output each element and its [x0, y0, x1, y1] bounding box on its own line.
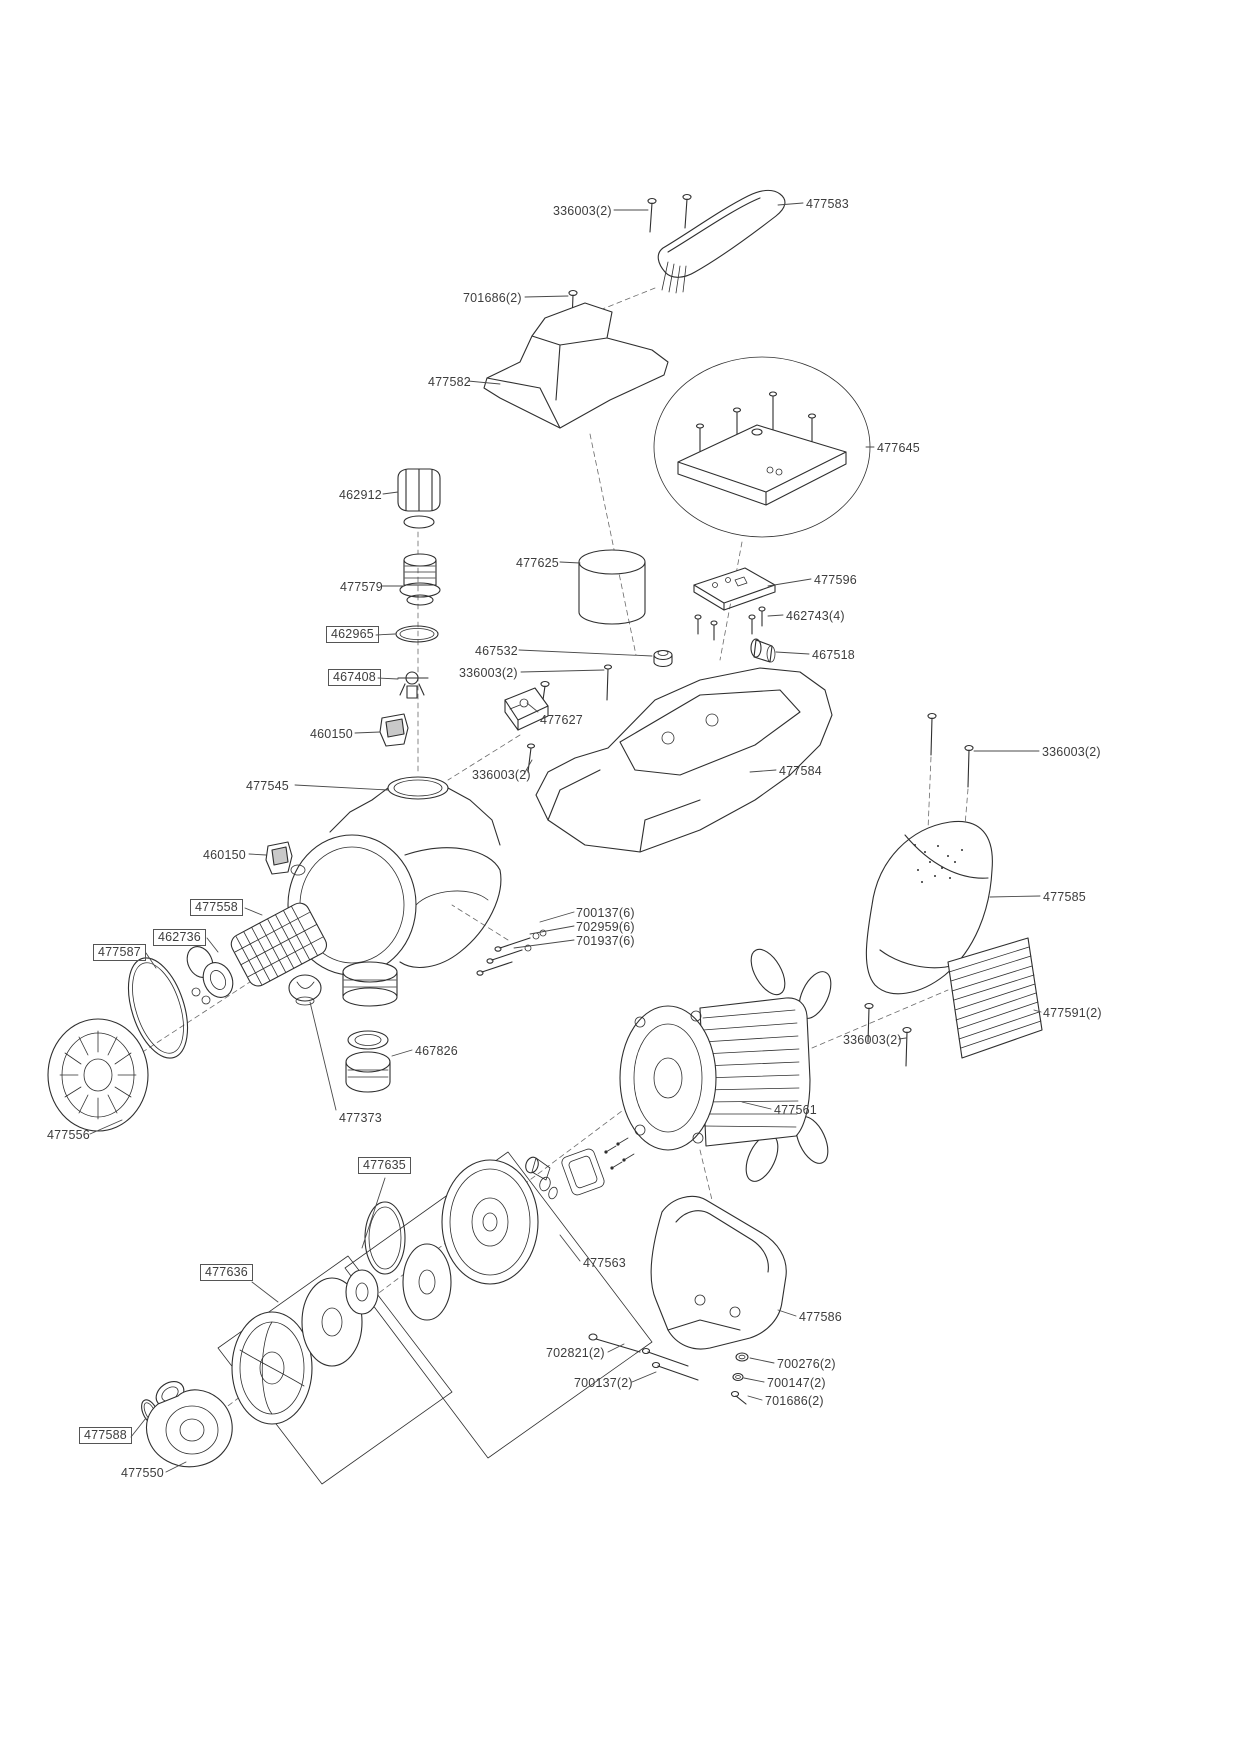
part-label-700147: 700147(2)	[767, 1376, 826, 1390]
part-477585-cover	[865, 820, 993, 995]
part-477561-motor	[619, 948, 832, 1182]
part-label-477591: 477591(2)	[1043, 1006, 1102, 1020]
part-462736-coupling	[186, 946, 234, 1005]
part-label-477582: 477582	[428, 375, 471, 389]
part-477556-end-cover	[47, 1018, 149, 1132]
part-label-477561: 477561	[774, 1103, 817, 1117]
screws-700137-702959-701937	[476, 929, 547, 976]
group-477636-box	[217, 1255, 453, 1485]
part-477582-cover	[483, 302, 669, 429]
part-477558-filter	[230, 902, 328, 987]
part-462912-cap	[397, 468, 441, 529]
part-label-700137-b: 700137(2)	[574, 1376, 633, 1390]
part-label-477636: 477636	[200, 1264, 253, 1281]
part-477563-plate	[441, 1137, 635, 1285]
part-477545-pump-housing	[287, 776, 502, 1007]
part-label-336003-top: 336003(2)	[553, 204, 612, 218]
part-label-477545: 477545	[246, 779, 289, 793]
part-label-467826: 467826	[415, 1044, 458, 1058]
part-label-477579: 477579	[340, 580, 383, 594]
part-label-702959: 702959(6)	[576, 920, 635, 934]
part-477587-oring	[127, 957, 189, 1059]
part-460150-plug-b	[265, 841, 306, 876]
part-label-336003-d: 336003(2)	[1042, 745, 1101, 759]
part-label-477585: 477585	[1043, 890, 1086, 904]
part-467532-nut	[653, 649, 673, 668]
part-477591-grille	[947, 937, 1043, 1059]
part-label-462912: 462912	[339, 488, 382, 502]
part-label-336003-c: 336003(2)	[472, 768, 531, 782]
part-label-701686-b: 701686(2)	[765, 1394, 824, 1408]
bolt-702821	[588, 1333, 641, 1353]
part-label-467518: 467518	[812, 648, 855, 662]
part-467408-valve	[397, 671, 429, 699]
part-label-336003-b: 336003(2)	[459, 666, 518, 680]
part-label-460150-a: 460150	[310, 727, 353, 741]
part-label-477625: 477625	[516, 556, 559, 570]
part-477373-plug	[288, 974, 322, 1006]
part-label-477587: 477587	[93, 944, 146, 961]
part-label-477550: 477550	[121, 1466, 164, 1480]
part-label-462736: 462736	[153, 929, 206, 946]
part-label-477635: 477635	[358, 1157, 411, 1174]
part-477583-handle	[657, 189, 786, 294]
part-477625-capacitor	[578, 549, 646, 625]
part-477596-pcb	[693, 567, 776, 611]
part-label-467408: 467408	[328, 669, 381, 686]
screw-701686-bottom	[730, 1390, 747, 1405]
part-477579-fitting	[399, 553, 441, 606]
part-label-477596: 477596	[814, 573, 857, 587]
part-label-460150-b: 460150	[203, 848, 246, 862]
part-label-477556: 477556	[47, 1128, 90, 1142]
part-477584-base	[535, 667, 833, 853]
part-label-701937: 701937(6)	[576, 934, 635, 948]
part-462965-oring	[395, 625, 439, 643]
part-477645-assembly	[653, 356, 871, 538]
part-label-467532: 467532	[475, 644, 518, 658]
part-label-702821: 702821(2)	[546, 1346, 605, 1360]
part-label-477627: 477627	[540, 713, 583, 727]
screws-336003-lower-right	[864, 1002, 912, 1067]
part-label-700137-a: 700137(6)	[576, 906, 635, 920]
screw-336003-d	[526, 743, 536, 773]
part-label-477558: 477558	[190, 899, 243, 916]
part-460150-plug-a	[379, 713, 409, 747]
part-467826-filter-cap	[345, 1030, 391, 1093]
part-label-477645: 477645	[877, 441, 920, 455]
part-label-462743: 462743(4)	[786, 609, 845, 623]
part-label-477583: 477583	[806, 197, 849, 211]
screws-462743	[694, 606, 766, 641]
part-477586-foot	[650, 1195, 787, 1350]
part-label-462965: 462965	[326, 626, 379, 643]
part-label-477563: 477563	[583, 1256, 626, 1270]
part-label-701686-top: 701686(2)	[463, 291, 522, 305]
part-label-477588: 477588	[79, 1427, 132, 1444]
group-477635-box	[344, 1151, 653, 1459]
part-label-477373: 477373	[339, 1111, 382, 1125]
part-label-477586: 477586	[799, 1310, 842, 1324]
washer-700147	[732, 1372, 744, 1382]
part-467518-connector	[750, 638, 776, 663]
washer-700276	[735, 1352, 749, 1362]
part-label-336003-e: 336003(2)	[843, 1033, 902, 1047]
screws-336003-top	[647, 193, 692, 233]
part-477550-volute	[145, 1380, 233, 1468]
part-label-700276: 700276(2)	[777, 1357, 836, 1371]
leader-lines	[89, 202, 1042, 1473]
part-label-477584: 477584	[779, 764, 822, 778]
screws-700137-bottom	[641, 1347, 699, 1381]
screw-336003-c	[603, 664, 613, 701]
part-477627-switch	[504, 680, 550, 731]
